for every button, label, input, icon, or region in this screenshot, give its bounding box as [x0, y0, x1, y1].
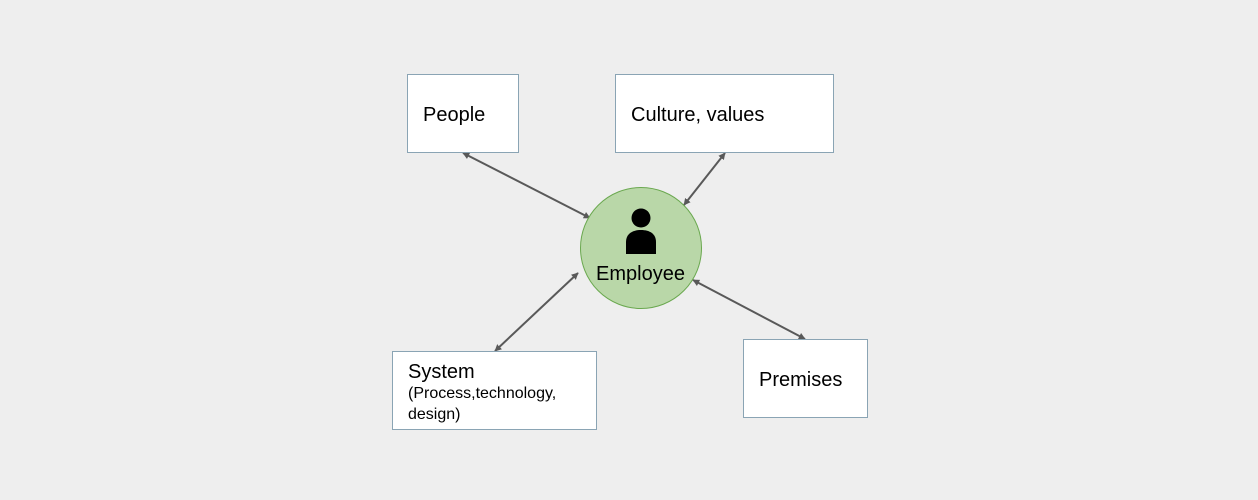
- connector-culture-employee: [683, 152, 726, 206]
- person-icon: [626, 208, 656, 254]
- premises-label: Premises: [759, 369, 843, 391]
- system-node: System (Process,technology, design): [392, 351, 597, 430]
- people-node: People: [407, 74, 519, 153]
- culture-values-node: Culture, values: [615, 74, 834, 153]
- connector-premises-employee: [692, 279, 806, 340]
- culture-values-label: Culture, values: [631, 104, 765, 126]
- employee-node: Employee: [580, 187, 702, 309]
- system-sub-label-line2: design): [408, 406, 461, 423]
- system-sub-label-line1: (Process,technology,: [408, 385, 557, 402]
- system-label: System: [408, 361, 475, 383]
- people-label: People: [423, 104, 486, 126]
- employee-label: Employee: [596, 263, 685, 285]
- connector-people-employee: [462, 152, 591, 219]
- premises-node: Premises: [743, 339, 868, 418]
- connector-system-employee: [494, 272, 579, 352]
